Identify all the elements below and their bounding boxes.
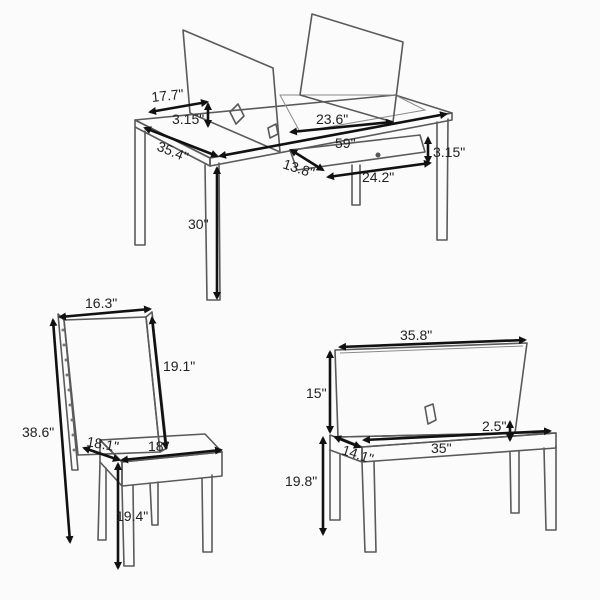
label-bench-seat-height: 19.8" [285,473,317,489]
label-drawer-width: 24.2" [362,169,394,185]
label-bench-lid-length: 35.8" [400,327,432,343]
dim-arrow-chair-seat-width [120,446,223,464]
label-chair-seat-depth: 18.1" [85,433,120,454]
label-table-leaf-thickness: 3.15" [172,111,204,127]
label-bench-seat-length: 35" [431,440,452,456]
chair-drawing [57,311,223,567]
label-table-depth: 35.4" [155,138,191,165]
label-chair-seat-height: 19.4" [116,508,148,524]
label-table-center-leaf: 23.6" [316,111,348,127]
label-chair-seat-width: 18" [148,438,169,454]
dim-arrow-bench-seat-length [362,427,552,444]
dim-arrow-chair-back-height [148,316,170,450]
dim-arrow-chair-seat-depth [82,446,121,462]
label-chair-back-height: 19.1" [163,358,195,374]
label-chair-back-width: 16.3" [85,295,117,311]
label-drawer-depth: 13.8" [281,156,317,181]
label-bench-box-height: 2.5" [482,418,506,434]
label-table-leaf-width: 17.7" [151,86,185,105]
label-bench-seat-depth: 14.1" [340,442,376,467]
dim-arrow-table-leaf-width [148,99,209,115]
label-drawer-height: 3.15" [433,144,465,160]
dim-arrow-bench-seat-depth [333,435,362,449]
dim-arrow-drawer-depth [289,148,325,172]
dim-arrow-table-length [218,111,448,159]
label-chair-total-height: 38.6" [22,424,54,440]
dim-arrow-chair-total-height [49,318,74,544]
label-table-height: 30" [188,216,209,232]
label-table-length: 59" [335,135,356,151]
dim-arrow-drawer-width [326,159,432,181]
dim-arrow-bench-lid-length [338,336,527,351]
dim-arrow-table-depth [143,126,219,158]
dim-arrow-chair-back-width [58,305,152,321]
label-bench-lid-height: 15" [306,385,327,401]
